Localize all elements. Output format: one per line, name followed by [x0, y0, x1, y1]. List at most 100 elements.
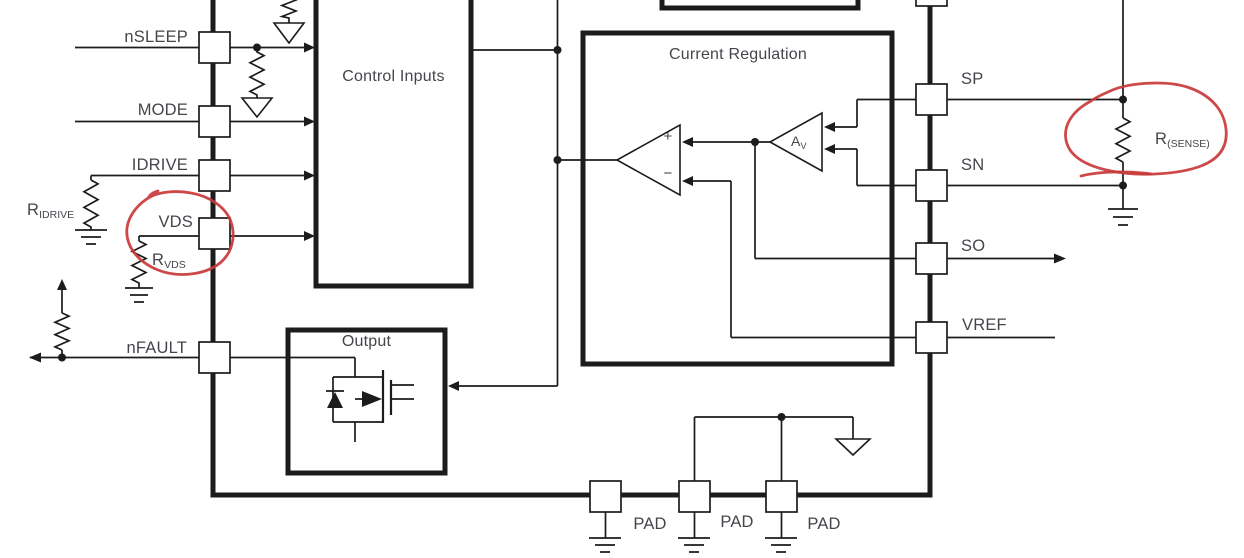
body-diode-icon: [327, 392, 343, 408]
component-label-r-vds: RVDS: [152, 251, 186, 272]
r-sense-resistor-icon: [1114, 117, 1132, 163]
pin-box-mode: [198, 105, 231, 138]
pad-net-ground-triangle-icon: [833, 438, 873, 457]
pin-box-so: [915, 242, 948, 275]
r-vds-ground-icon: [125, 287, 153, 303]
gain-amplifier-icon: [768, 111, 823, 173]
component-label-av-gain: AV: [791, 133, 807, 152]
top-partial-block: [659, 0, 861, 11]
pin-label-vref: VREF: [962, 316, 1007, 334]
component-label-r-sense: R(SENSE): [1155, 130, 1210, 151]
pin-label-nsleep: nSLEEP: [124, 28, 188, 46]
comparator-icon: [615, 123, 681, 197]
mode-arrow-icon: [304, 116, 315, 127]
sp-to-amp-wire: [835, 98, 916, 128]
pad2-ground-icon: [678, 537, 710, 553]
pin-label-pad-3: PAD: [807, 515, 841, 533]
pin-box-vds: [198, 217, 231, 250]
pin-label-sp: SP: [961, 70, 984, 88]
mosfet-with-body-diode-icon: [326, 370, 414, 442]
junction-dots: [58, 43, 1127, 421]
pad-ground-stems: [604, 512, 783, 538]
rsense-annotation-underline: [1079, 170, 1153, 178]
r-vds-sub: VDS: [164, 259, 186, 271]
triangle-grounds: [240, 22, 873, 457]
pin-box-sp: [915, 83, 948, 116]
pin-box-sn: [915, 169, 948, 202]
pad1-ground-icon: [589, 537, 621, 553]
comparator-minus-vref-wire: [693, 180, 916, 339]
pad-wires: [604, 416, 854, 538]
amp-output-to-so-wire: [754, 142, 916, 260]
pin-box-pad-1: [589, 480, 622, 513]
pin-box-idrive: [198, 159, 231, 192]
pullup-supply-arrow-icon: [57, 279, 67, 290]
pin-boxes: [198, 0, 948, 513]
fet-arrow-icon: [362, 391, 382, 407]
r-idrive-base: R: [27, 201, 40, 219]
pin-box-pad-2: [678, 480, 711, 513]
current-regulation-wires: [693, 98, 916, 339]
pin-label-pad-1: PAD: [633, 515, 667, 533]
vds-arrow-icon: [304, 231, 315, 241]
pin-box-nsleep: [198, 31, 231, 64]
r-sense-sub: (SENSE): [1167, 138, 1210, 150]
idrive-arrow-icon: [304, 170, 315, 181]
top-ground-triangle-icon: [272, 22, 306, 45]
comparator-plus-arrow-icon: [682, 137, 693, 147]
pin-box-vref: [915, 321, 948, 354]
r-sense-base: R: [1155, 130, 1168, 148]
amp-top-arrow-icon: [824, 122, 835, 132]
vds-annotation-circle: [125, 189, 235, 276]
r-vds-base: R: [152, 251, 165, 269]
nfault-pullup-resistor-icon: [52, 312, 72, 351]
pin-box-nfault: [198, 341, 231, 374]
comparator-plus-sign: +: [663, 128, 673, 145]
pin-label-mode: MODE: [137, 101, 188, 119]
vds-wire: [138, 235, 305, 241]
r-vds-resistor-icon: [130, 240, 148, 288]
component-label-r-idrive: RIDRIVE: [27, 201, 74, 222]
pin-label-sn: SN: [961, 156, 985, 174]
red-annotations: [125, 81, 1228, 276]
r-idrive-resistor-icon: [82, 179, 100, 230]
nfault-out-arrow-icon: [29, 352, 41, 363]
pin-box-pad-3: [765, 480, 798, 513]
block-title-current-regulation: Current Regulation: [669, 46, 807, 63]
control-to-output-wires: [459, 0, 617, 387]
r-idrive-sub: IDRIVE: [39, 209, 75, 221]
resistors: [52, 0, 1132, 351]
cropped-top-resistor-icon: [279, 0, 299, 23]
r-idrive-ground-icon: [75, 229, 107, 245]
output-block-arrow-icon: [448, 381, 459, 391]
nsleep-arrow-icon: [304, 42, 315, 53]
sn-to-amp-wire: [835, 148, 916, 187]
av-base: A: [791, 133, 801, 149]
arrowheads: [29, 42, 1066, 391]
control-inputs-block: [313, 0, 474, 289]
bar-grounds: [75, 208, 1138, 553]
pin-label-nfault: nFAULT: [126, 339, 187, 357]
comparator-minus-sign: −: [663, 165, 673, 182]
block-title-output: Output: [341, 333, 392, 350]
control-bus-wire: [459, 0, 559, 387]
pin-label-idrive: IDRIVE: [131, 156, 188, 174]
comparator-minus-arrow-icon: [682, 176, 693, 186]
current-regulation-block: [580, 30, 895, 367]
nsleep-pulldown-resistor-icon: [248, 47, 266, 98]
so-out-arrow-icon: [1054, 253, 1066, 264]
pin-label-pad-2: PAD: [720, 513, 754, 531]
pin-label-vds: VDS: [158, 213, 193, 231]
av-sub: V: [800, 141, 807, 151]
nsleep-ground-triangle-icon: [240, 97, 274, 119]
pad-ground-net-wire: [693, 416, 854, 481]
pin-label-so: SO: [961, 237, 986, 255]
rsense-annotation-circle: [1064, 81, 1228, 176]
idrive-wire: [90, 174, 305, 180]
pad3-ground-icon: [765, 537, 797, 553]
amp-bottom-arrow-icon: [824, 144, 835, 154]
r-sense-ground-icon: [1108, 208, 1138, 226]
block-title-control-inputs: Control Inputs: [342, 68, 445, 85]
